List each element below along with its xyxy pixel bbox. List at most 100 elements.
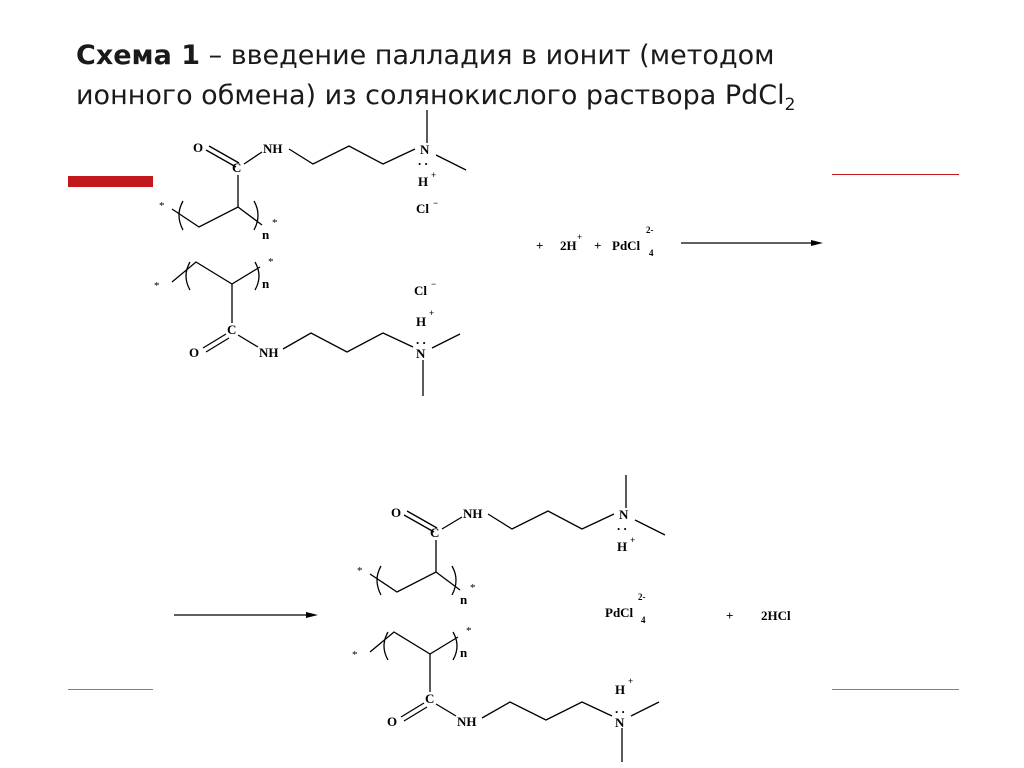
reaction-arrow-top xyxy=(681,240,823,246)
top-c-o-bond-2 xyxy=(208,145,240,164)
bottom-c-o-bond-1 xyxy=(202,333,227,349)
p-bottom-c-o-bond-2 xyxy=(403,706,428,722)
p-bottom-nh-label: NH xyxy=(457,714,477,729)
p-bottom-star-left: * xyxy=(352,649,358,661)
p-bottom-c-label: C xyxy=(425,691,434,706)
p-top-h-label: H xyxy=(617,539,627,554)
top-cl-label: Cl xyxy=(416,201,429,216)
product-counterion: PdCl 4 2- xyxy=(605,592,646,625)
bottom-h-label: H xyxy=(416,314,426,329)
p-bottom-n-label: N xyxy=(615,715,625,730)
p-top-bracket-right xyxy=(451,565,457,596)
red-rule-top-right xyxy=(832,174,959,175)
bottom-lone-pair: . . xyxy=(416,332,426,347)
p-top-star-left: * xyxy=(357,565,363,577)
product-pdcl: PdCl xyxy=(605,605,634,620)
top-lone-pair: . . xyxy=(418,153,428,168)
p-bottom-bracket-right xyxy=(452,631,458,661)
top-o-label: O xyxy=(193,140,203,155)
p-top-n-subscript: n xyxy=(460,592,468,607)
p-top-c-label: C xyxy=(430,525,439,540)
reagent-2h-charge: + xyxy=(577,232,582,242)
reagent-pdcl-charge: 2- xyxy=(646,225,654,235)
bottom-star-right: * xyxy=(268,256,274,268)
bottom-c-nh-bond xyxy=(237,334,259,348)
bottom-cl-label: Cl xyxy=(414,283,427,298)
p-bottom-h-label: H xyxy=(615,682,625,697)
p-bottom-propyl-chain xyxy=(481,701,613,721)
p-bottom-bracket-left xyxy=(383,631,389,661)
bottom-c-o-bond-2 xyxy=(205,337,230,353)
red-accent-bar xyxy=(68,176,153,187)
top-propyl-chain xyxy=(288,145,416,165)
bottom-h-charge: + xyxy=(429,308,434,318)
p-top-c-nh-bond xyxy=(441,516,463,530)
top-c-nh-bond xyxy=(243,151,263,165)
bottom-n-methyl-right xyxy=(431,333,461,349)
top-bracket-right xyxy=(253,200,259,231)
p-top-c-o-bond-1 xyxy=(403,514,435,533)
title-subscript: 2 xyxy=(784,95,796,115)
bottom-nh-label: NH xyxy=(259,345,279,360)
top-n-label: N xyxy=(420,142,430,157)
bottom-propyl-chain xyxy=(282,332,414,353)
bottom-bracket-right xyxy=(254,261,260,291)
p-bottom-h-charge: + xyxy=(628,676,633,686)
top-star-left: * xyxy=(159,200,165,212)
title-text: – введение палладия в ионит (методом ион… xyxy=(76,40,785,111)
product-polymer: O C NH N . . H + * * n O C NH N . . H + … xyxy=(352,475,666,762)
top-c-o-bond-1 xyxy=(205,149,237,168)
red-rule-bottom-right xyxy=(832,689,959,690)
top-c-label: C xyxy=(232,160,241,175)
reagent-plus-2: + xyxy=(594,238,601,253)
reaction-arrow-bottom xyxy=(174,612,318,618)
red-rule-bottom-left xyxy=(68,689,153,690)
top-nh-label: NH xyxy=(263,141,283,156)
p-top-n-methyl-right xyxy=(634,519,666,536)
p-top-n-label: N xyxy=(619,507,629,522)
p-top-backbone-bond xyxy=(369,571,461,593)
bottom-n-label: N xyxy=(416,346,426,361)
p-top-propyl-chain xyxy=(487,510,615,530)
p-bottom-n-subscript: n xyxy=(460,645,468,660)
bottom-star-left: * xyxy=(154,280,160,292)
p-bottom-c-o-bond-1 xyxy=(400,702,425,718)
product-pdcl-charge: 2- xyxy=(638,592,646,602)
reagent-pdcl: PdCl xyxy=(612,238,641,253)
reactant-reagents: + 2H + + PdCl 4 2- xyxy=(536,225,654,258)
p-bottom-n-methyl-right xyxy=(630,701,660,717)
product-2hcl: 2HCl xyxy=(761,608,791,623)
p-bottom-star-right: * xyxy=(466,625,472,637)
slide-title: Схема 1 – введение палладия в ионит (мет… xyxy=(76,36,896,116)
p-top-star-right: * xyxy=(470,582,476,594)
product-plus: + xyxy=(726,608,733,623)
p-top-lone-pair: . . xyxy=(617,518,627,533)
p-bottom-lone-pair: . . xyxy=(615,701,625,716)
product-byproduct: + 2HCl xyxy=(726,608,791,623)
p-bottom-backbone-bond xyxy=(369,631,459,655)
bottom-cl-charge: − xyxy=(431,279,436,289)
p-top-bracket-left xyxy=(376,565,382,596)
top-n-subscript: n xyxy=(262,227,270,242)
p-bottom-o-label: O xyxy=(387,714,397,729)
top-star-right: * xyxy=(272,217,278,229)
p-top-nh-label: NH xyxy=(463,506,483,521)
top-backbone-bond xyxy=(171,206,263,228)
bottom-n-subscript: n xyxy=(262,276,270,291)
bottom-c-label: C xyxy=(227,322,236,337)
reactant-polymer: O C NH N . . H + Cl − * * n O C NH N . .… xyxy=(154,110,467,396)
p-top-c-o-bond-2 xyxy=(406,510,438,529)
top-n-methyl-right xyxy=(435,154,467,171)
top-h-label: H xyxy=(418,174,428,189)
bottom-o-label: O xyxy=(189,345,199,360)
product-pdcl-subscript: 4 xyxy=(641,615,646,625)
top-cl-charge: − xyxy=(433,198,438,208)
reagent-2h: 2H xyxy=(560,238,577,253)
bottom-backbone-bond xyxy=(171,261,261,285)
reagent-plus-1: + xyxy=(536,238,543,253)
top-bracket-left xyxy=(178,200,184,231)
bottom-bracket-left xyxy=(185,261,191,291)
reagent-pdcl-subscript: 4 xyxy=(649,248,654,258)
p-top-h-charge: + xyxy=(630,535,635,545)
